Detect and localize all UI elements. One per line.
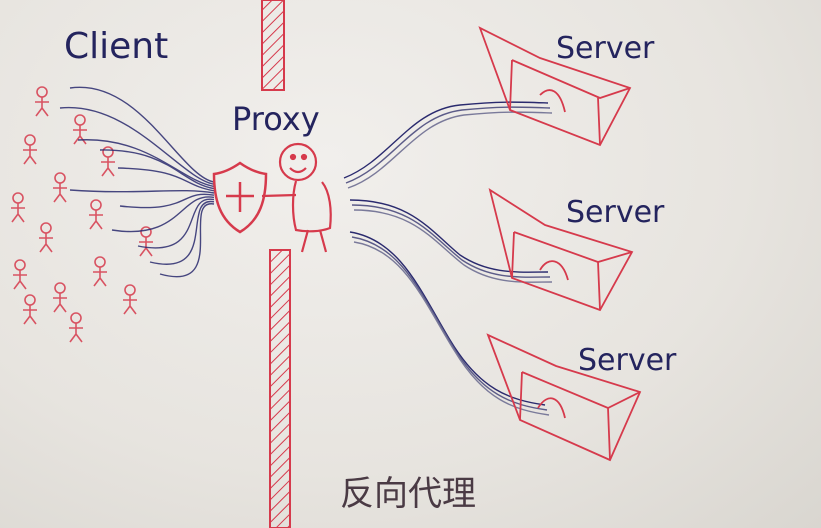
client-connection-line: [149, 201, 215, 265]
proxy-label: Proxy: [232, 100, 320, 138]
client-person-icon: [39, 222, 53, 253]
client-connection-line: [137, 198, 215, 249]
client-person-icon: [35, 86, 49, 117]
server-label-2: Server: [566, 195, 665, 230]
client-connection-line: [69, 86, 215, 183]
client-person-icon: [13, 259, 27, 290]
server-label-1: Server: [556, 31, 655, 66]
client-person-icon: [11, 192, 25, 223]
client-person-icon: [89, 199, 103, 230]
client-person-icon: [73, 114, 87, 145]
client-person-icon: [23, 134, 37, 165]
client-label: Client: [64, 26, 168, 67]
client-person-icon: [53, 172, 67, 203]
client-connection-line: [117, 167, 215, 192]
client-person-icon: [53, 282, 67, 313]
server-connections: [343, 101, 553, 416]
client-person-icon: [123, 284, 137, 315]
client-connection-line: [111, 196, 215, 233]
client-connection-line: [69, 189, 215, 194]
proxy-figure: [261, 142, 332, 253]
firewall-wall: [261, 0, 291, 528]
client-connection-line: [77, 139, 215, 188]
client-person-icon: [139, 226, 153, 257]
server-label-3: Server: [578, 343, 677, 378]
shield-icon: [212, 161, 268, 234]
caption-reverse-proxy: 反向代理: [340, 474, 476, 514]
client-person-icon: [23, 294, 37, 325]
client-connection-line: [99, 149, 215, 190]
client-connection-line: [59, 106, 215, 185]
server-1: [478, 26, 632, 147]
client-connection-line: [119, 193, 215, 209]
client-connections: [59, 86, 215, 278]
client-group: [11, 86, 153, 343]
client-person-icon: [69, 312, 83, 343]
client-person-icon: [101, 146, 115, 177]
client-person-icon: [93, 256, 107, 287]
server-2: [488, 188, 634, 312]
client-connection-line: [159, 203, 215, 278]
server-3: [486, 333, 642, 462]
